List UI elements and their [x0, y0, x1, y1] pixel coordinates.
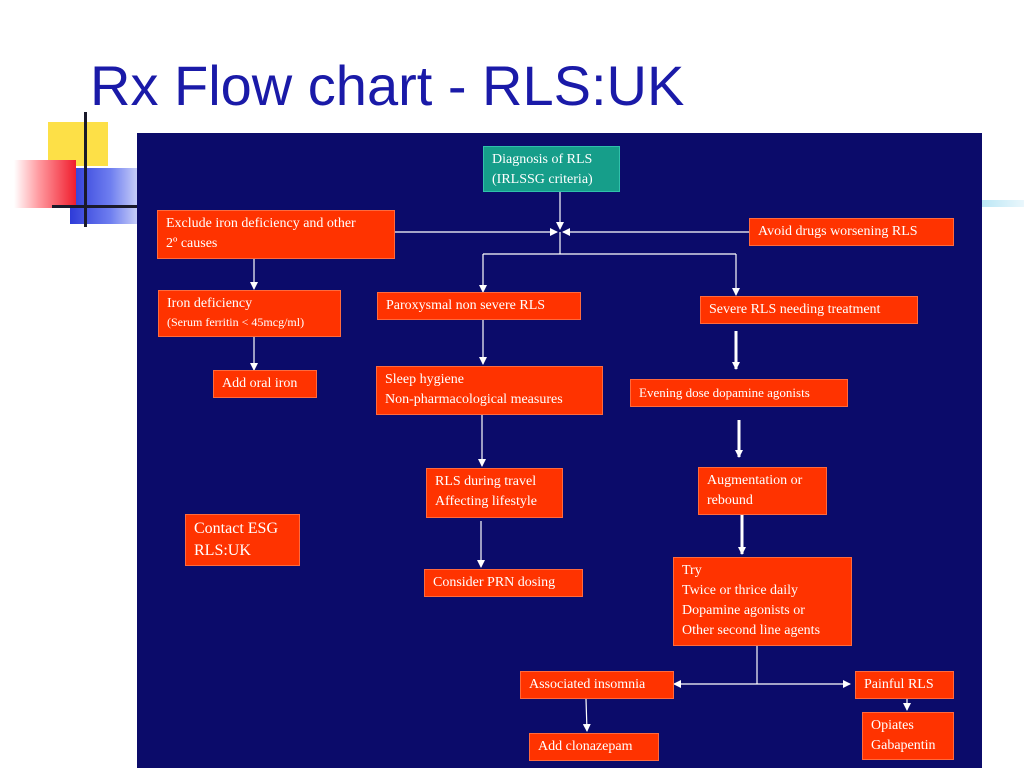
- node-evening-dose-line-1: Evening dose dopamine agonists: [639, 385, 810, 400]
- flowchart-connectors: [250, 192, 911, 732]
- node-diagnosis-line-2: (IRLSSG criteria): [492, 172, 593, 187]
- decorative-horizontal-line: [52, 205, 138, 208]
- node-diagnosis-line-1: Diagnosis of RLS: [492, 152, 593, 167]
- node-augmentation: Augmentation or rebound: [698, 467, 827, 515]
- connector-insomnia-clonazepam: [582, 698, 591, 732]
- node-augmentation-line-1: Augmentation or: [707, 473, 803, 488]
- decorative-yellow-square: [48, 122, 108, 166]
- node-iron-deficiency-line-1: Iron deficiency: [167, 296, 253, 311]
- node-travel-line-1: RLS during travel: [435, 474, 537, 489]
- node-opiates-line-1: Opiates: [871, 718, 914, 733]
- node-severe-line-1: Severe RLS needing treatment: [709, 302, 881, 317]
- node-prn-line-1: Consider PRN dosing: [433, 575, 556, 590]
- node-opiates-line-2: Gabapentin: [871, 738, 936, 753]
- node-painful-line-1: Painful RLS: [864, 677, 934, 692]
- node-opiates: Opiates Gabapentin: [862, 712, 954, 760]
- decorative-red-square: [14, 160, 76, 208]
- node-try: Try Twice or thrice daily Dopamine agoni…: [673, 557, 852, 646]
- node-iron-deficiency-sub: (Serum ferritin < 45mcg/ml): [167, 315, 305, 329]
- slide-title: Rx Flow chart - RLS:UK: [90, 54, 685, 117]
- node-insomnia-line-1: Associated insomnia: [529, 677, 646, 692]
- node-oral-iron-line-1: Add oral iron: [222, 376, 298, 391]
- node-augmentation-line-2: rebound: [707, 493, 753, 508]
- node-diagnosis: Diagnosis of RLS (IRLSSG criteria): [483, 146, 620, 192]
- decorative-vertical-line: [84, 112, 87, 227]
- node-painful: Painful RLS: [855, 671, 954, 699]
- node-try-line-2: Twice or thrice daily: [682, 583, 799, 598]
- node-severe: Severe RLS needing treatment: [700, 296, 918, 324]
- decorative-blue-square: [70, 168, 138, 224]
- node-avoid-drugs: Avoid drugs worsening RLS: [749, 218, 954, 246]
- node-exclude: Exclude iron deficiency and other 2º cau…: [157, 210, 395, 259]
- node-try-line-3: Dopamine agonists or: [682, 603, 805, 618]
- node-contact-line-1: Contact ESG: [194, 520, 278, 537]
- node-contact-line-2: RLS:UK: [194, 542, 251, 559]
- node-oral-iron: Add oral iron: [213, 370, 317, 398]
- node-try-line-4: Other second line agents: [682, 623, 821, 638]
- node-try-line-1: Try: [682, 563, 702, 578]
- node-exclude-line-1: Exclude iron deficiency and other: [166, 216, 356, 231]
- node-paroxysmal: Paroxysmal non severe RLS: [377, 292, 581, 320]
- node-sleep-hygiene: Sleep hygiene Non-pharmacological measur…: [376, 366, 603, 415]
- node-clonazepam-line-1: Add clonazepam: [538, 739, 633, 754]
- flowchart-panel: Diagnosis of RLS (IRLSSG criteria) Exclu…: [137, 133, 982, 768]
- node-sleep-hygiene-line-2: Non-pharmacological measures: [385, 392, 563, 407]
- node-evening-dose: Evening dose dopamine agonists: [630, 379, 848, 407]
- node-paroxysmal-line-1: Paroxysmal non severe RLS: [386, 298, 546, 313]
- node-travel-line-2: Affecting lifestyle: [435, 494, 537, 509]
- node-iron-deficiency: Iron deficiency (Serum ferritin < 45mcg/…: [158, 290, 341, 337]
- node-avoid-drugs-line-1: Avoid drugs worsening RLS: [758, 224, 918, 239]
- node-insomnia: Associated insomnia: [520, 671, 674, 699]
- node-exclude-line-2: 2º causes: [166, 236, 218, 251]
- decorative-fade-line: [980, 200, 1024, 207]
- node-prn: Consider PRN dosing: [424, 569, 583, 597]
- node-sleep-hygiene-line-1: Sleep hygiene: [385, 372, 464, 387]
- node-clonazepam: Add clonazepam: [529, 733, 659, 761]
- node-travel: RLS during travel Affecting lifestyle: [426, 468, 563, 518]
- node-contact: Contact ESG RLS:UK: [185, 514, 300, 566]
